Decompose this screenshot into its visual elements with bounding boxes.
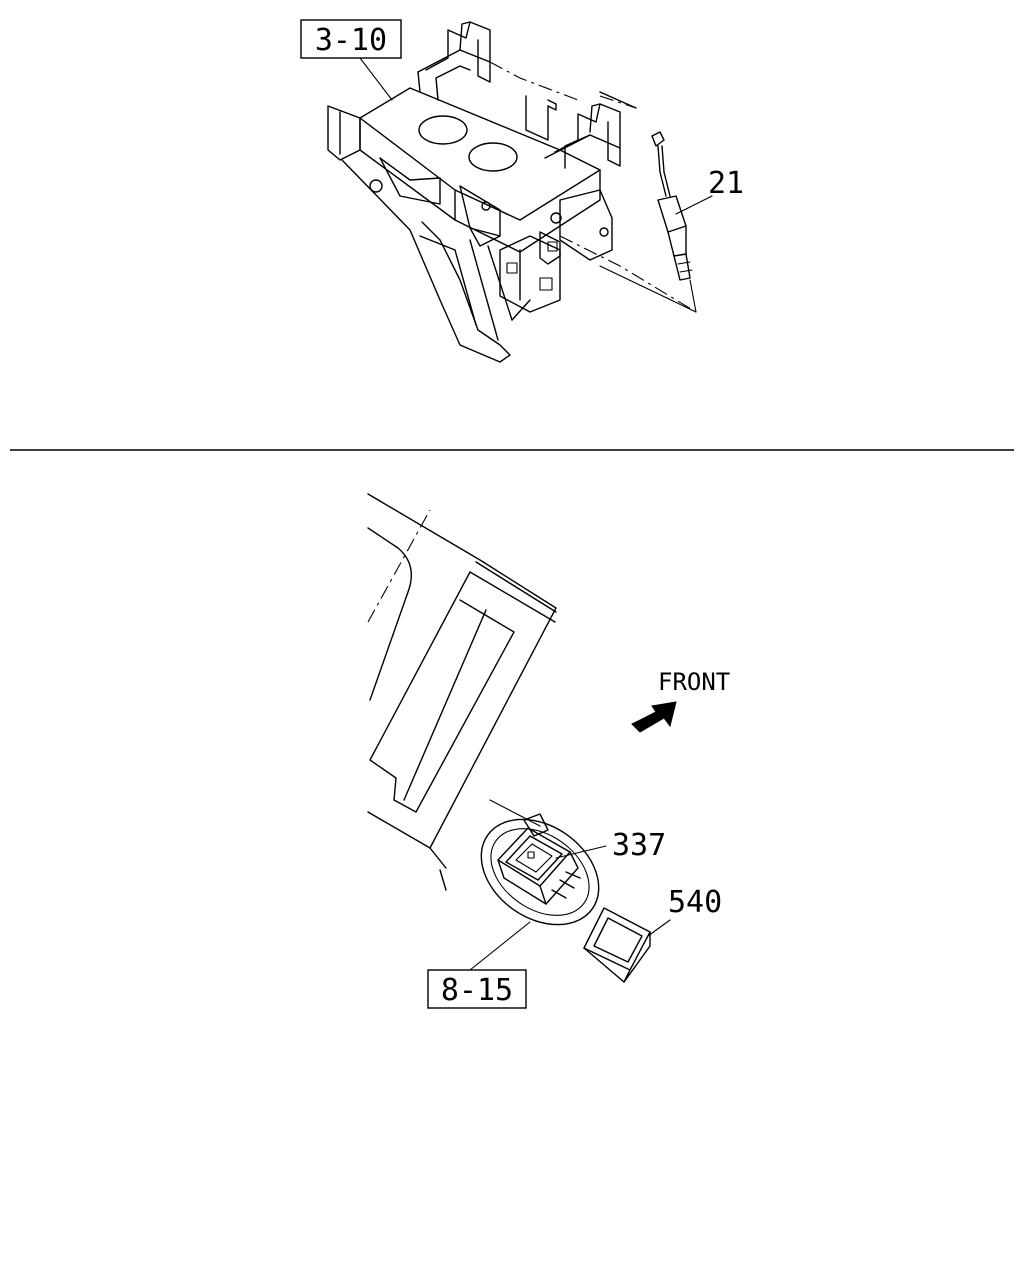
front-direction: FRONT [631, 668, 730, 733]
part-label-337: 337 [612, 828, 666, 863]
front-label: FRONT [658, 668, 730, 696]
part-label-21: 21 [708, 166, 744, 201]
ref-box-8-15-text: 8-15 [441, 973, 513, 1008]
ref-box-3-10: 3-10 [300, 19, 402, 101]
bracket-assembly [327, 21, 637, 363]
ref-box-8-15: 8-15 [427, 921, 531, 1009]
cover-part-540 [583, 907, 671, 983]
part-label-540: 540 [668, 885, 722, 920]
cable-switch-part-21 [559, 131, 713, 313]
front-arrow-icon [631, 701, 677, 733]
ref-box-3-10-text: 3-10 [315, 23, 387, 58]
switch-pad-assembly [480, 799, 607, 926]
console-panel [367, 493, 557, 891]
